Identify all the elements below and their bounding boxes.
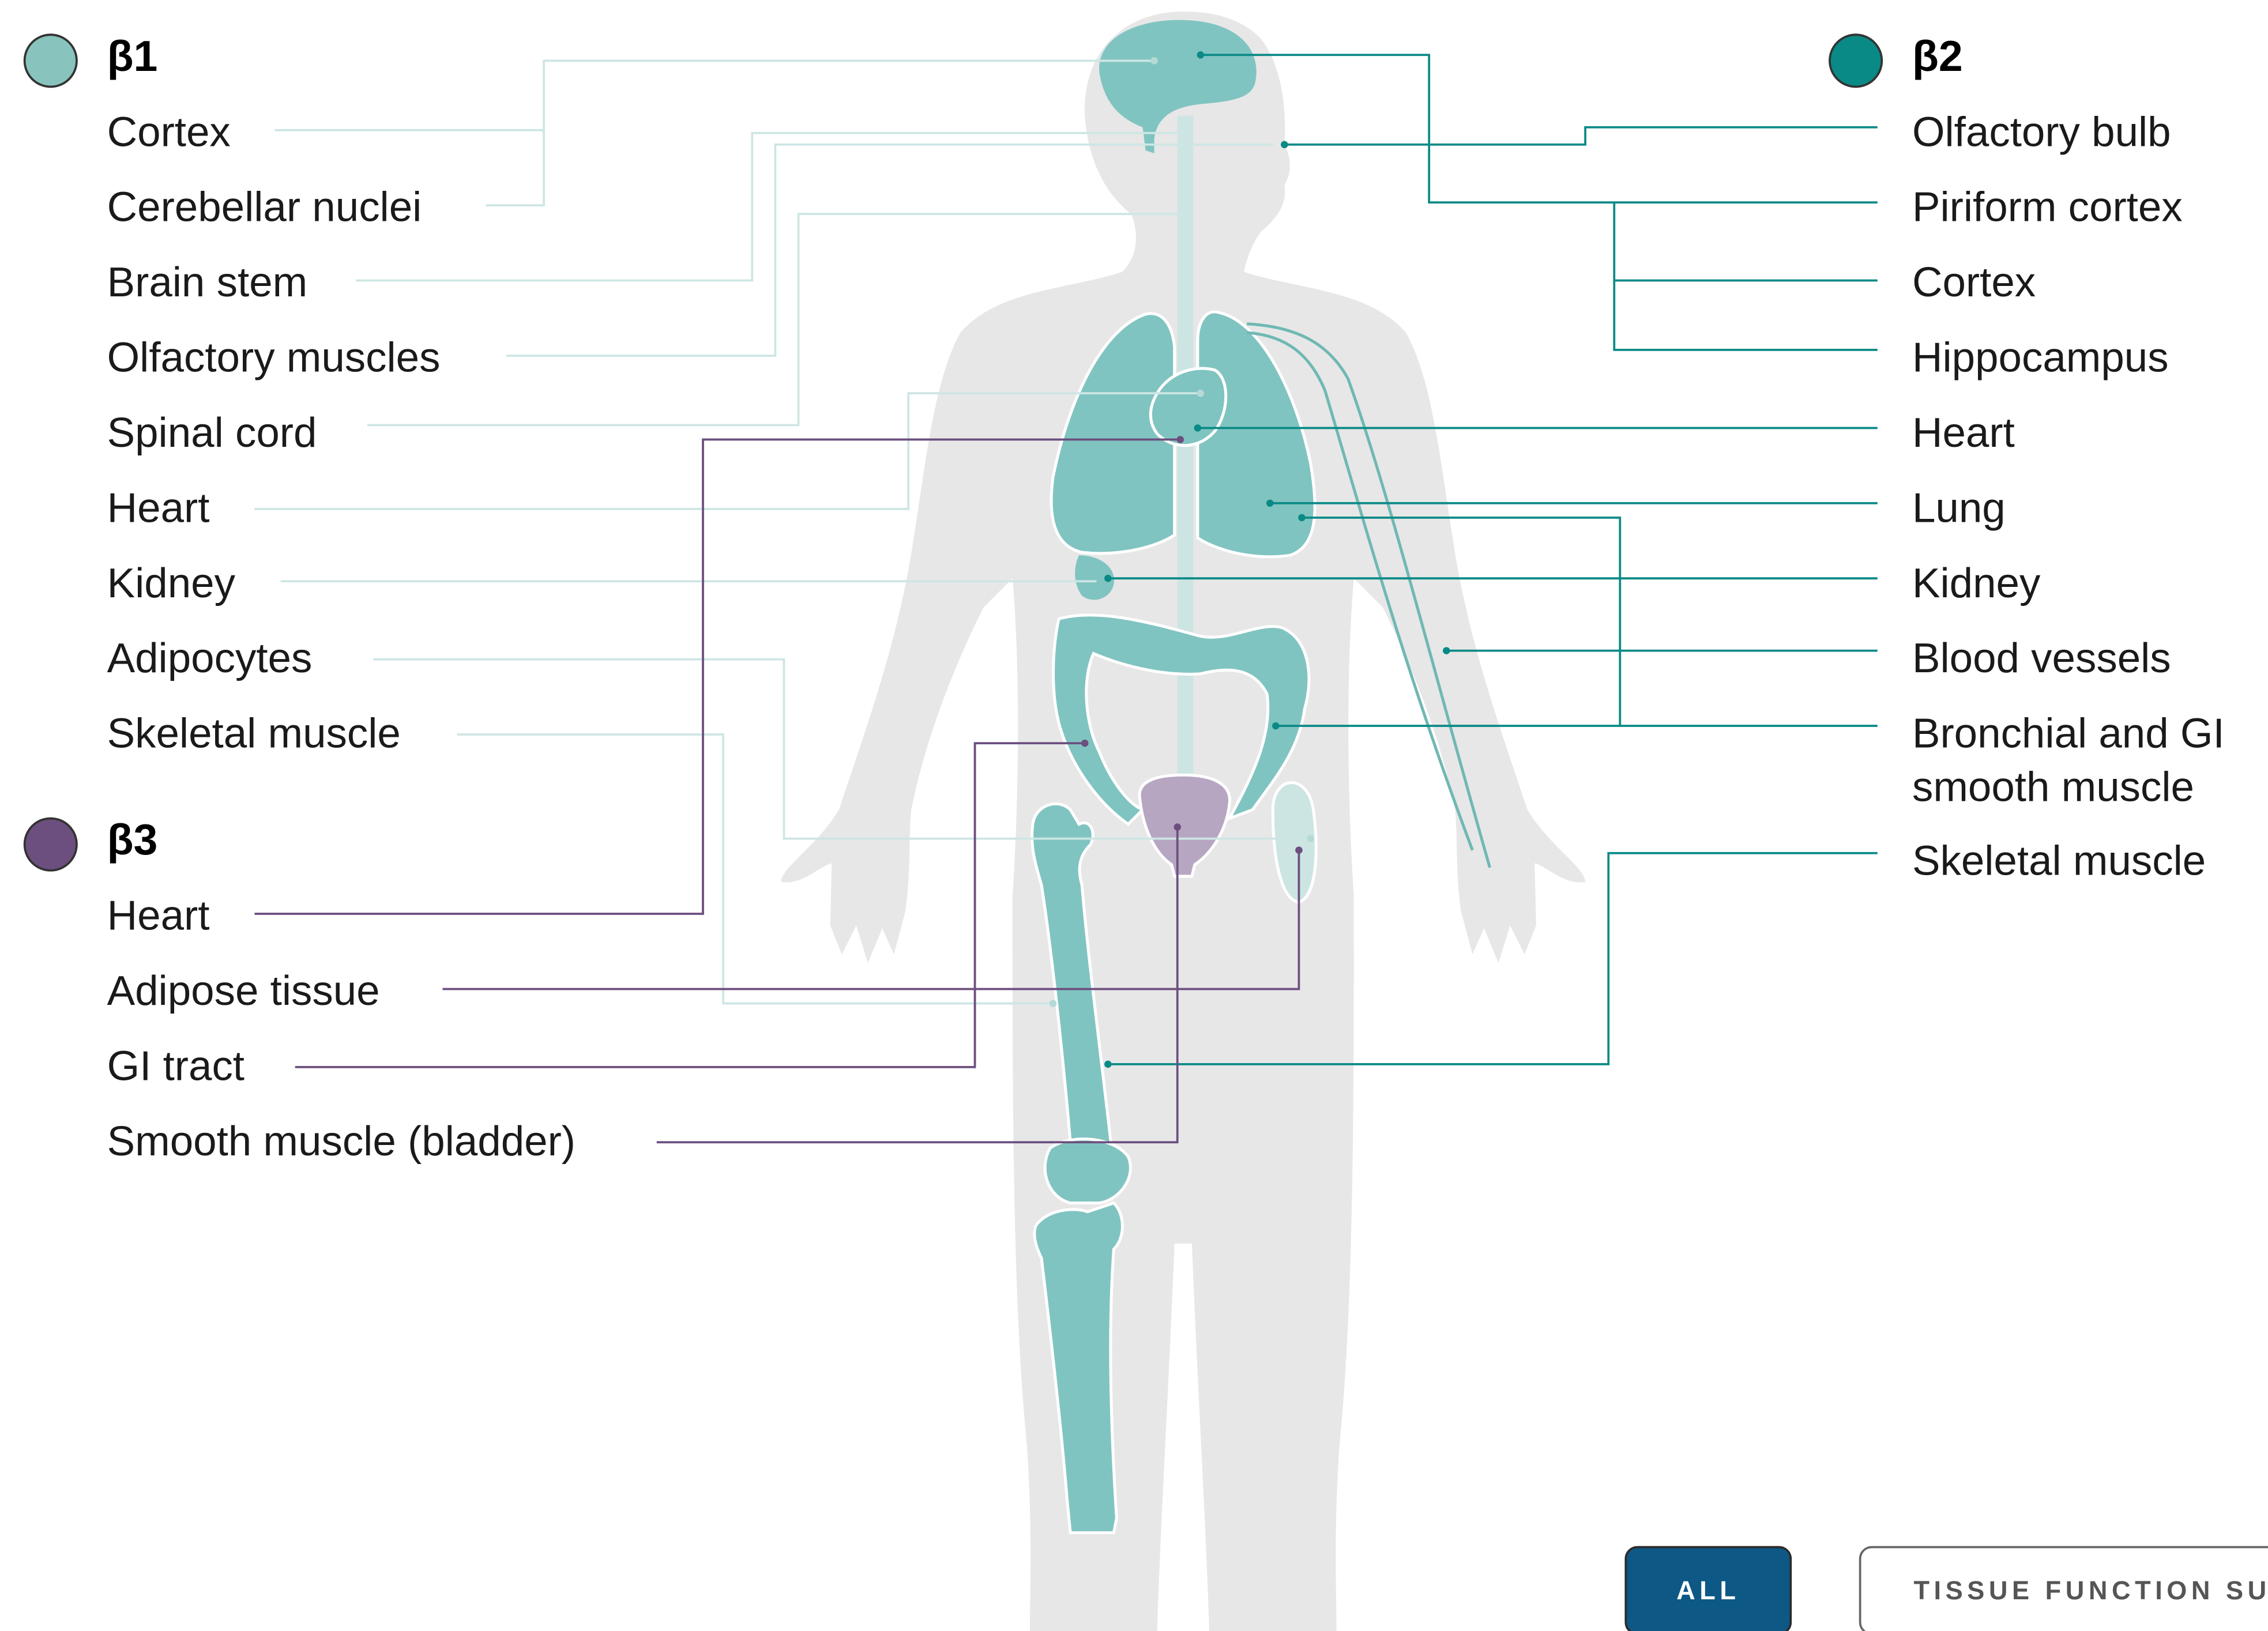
beta1-label-spinal-cord: Spinal cord xyxy=(107,409,317,456)
beta2-label-blood-vessels: Blood vessels xyxy=(1912,635,2171,681)
beta3-label-heart: Heart xyxy=(107,892,210,939)
beta2-title: β2 xyxy=(1912,32,1963,80)
tissue-function-button[interactable]: TISSUE FUNCTION SU xyxy=(1860,1547,2268,1631)
beta3-label-adipose-tissue: Adipose tissue xyxy=(107,967,380,1014)
beta2-label-lung: Lung xyxy=(1912,484,2006,531)
beta2-marker-icon xyxy=(1830,35,1882,86)
beta2-label-bronchial-gi: Bronchial and GI xyxy=(1912,710,2225,757)
beta1-group: β1 Cortex Cerebellar nuclei Brain stem O… xyxy=(25,32,441,757)
beta2-label-skeletal-muscle: Skeletal muscle xyxy=(1912,837,2206,884)
all-button[interactable]: ALL xyxy=(1626,1547,1791,1631)
knee-icon xyxy=(1045,1139,1130,1203)
beta3-title: β3 xyxy=(107,815,158,864)
beta3-marker-icon xyxy=(25,819,77,871)
beta2-group: β2 Olfactory bulb Piriform cortex Cortex… xyxy=(1830,32,2225,884)
beta1-label-kidney: Kidney xyxy=(107,560,236,607)
beta1-label-cerebellar-nuclei: Cerebellar nuclei xyxy=(107,184,422,231)
beta1-label-heart: Heart xyxy=(107,484,210,531)
beta1-label-olfactory-muscles: Olfactory muscles xyxy=(107,334,441,381)
beta3-label-gi-tract: GI tract xyxy=(107,1042,245,1089)
beta2-label-hippocampus: Hippocampus xyxy=(1912,334,2169,381)
beta2-label-cortex: Cortex xyxy=(1912,259,2036,306)
beta2-label-olfactory-bulb: Olfactory bulb xyxy=(1912,108,2171,155)
beta1-marker-icon xyxy=(25,35,77,86)
beta1-title: β1 xyxy=(107,32,158,80)
beta3-label-smooth-muscle-bladder: Smooth muscle (bladder) xyxy=(107,1118,576,1165)
tissue-function-button-label: TISSUE FUNCTION SU xyxy=(1913,1576,2268,1605)
beta1-label-cortex: Cortex xyxy=(107,108,231,155)
beta1-label-skeletal-muscle: Skeletal muscle xyxy=(107,710,401,757)
all-button-label: ALL xyxy=(1676,1576,1740,1605)
beta2-label-kidney: Kidney xyxy=(1912,560,2041,607)
spinal-cord-icon xyxy=(1178,116,1194,781)
beta2-label-heart: Heart xyxy=(1912,409,2015,456)
beta2-label-smooth-muscle: smooth muscle xyxy=(1912,763,2194,810)
beta1-label-adipocytes: Adipocytes xyxy=(107,635,313,681)
beta2-label-piriform-cortex: Piriform cortex xyxy=(1912,184,2183,231)
beta1-label-brain-stem: Brain stem xyxy=(107,259,308,306)
